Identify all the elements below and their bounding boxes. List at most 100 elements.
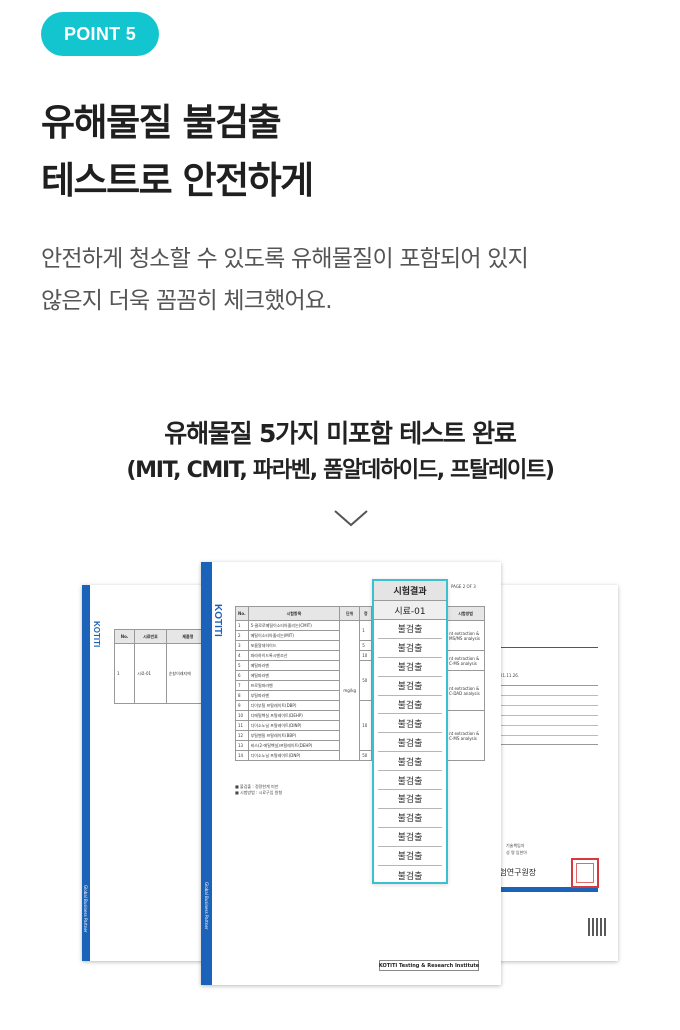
result-cell: 불검출 <box>378 809 442 828</box>
description-line-1: 안전하게 청소할 수 있도록 유해물질이 포함되어 있지 <box>41 246 529 272</box>
table-header-cell: No. <box>113 629 136 644</box>
row-no: 11 <box>235 720 249 731</box>
institute-head: 시험연구원장 <box>492 868 537 877</box>
point-badge: POINT 5 <box>41 12 159 56</box>
headline-line-2: 테스트로 안전하게 <box>41 159 314 202</box>
row-no: 7 <box>235 680 249 691</box>
row-item: 프로필파라벤 <box>247 680 341 691</box>
row-item: 부틸벤질 프탈레이트(BBP) <box>247 730 341 741</box>
report-page-left: KOTITI Global Business Partner No. 시료번호 … <box>82 585 220 961</box>
row-item: 5-클로로메틸이소티아졸리논(CMIT) <box>247 620 341 631</box>
row-item: 디이부틸 프탈레이트(DBP) <box>247 700 341 711</box>
report-date: 21.11.26. <box>500 673 520 678</box>
note-line: ■ 불검출 : 정량한계 미만 <box>235 784 279 789</box>
row-no: 2 <box>235 630 249 641</box>
row-method: nt extraction & C-MS analysis <box>446 710 485 761</box>
table-header-cell: 정 <box>359 606 373 621</box>
test-subheading: (MIT, CMIT, 파라벤, 폼알데하이드, 프탈레이트) <box>126 458 555 483</box>
side-text: Global Business Partner <box>83 885 88 933</box>
right-page-table <box>500 685 598 745</box>
row-item: 디이소노닐 프탈레이트(DINP) <box>247 720 341 731</box>
row-item: 메틸이소티아졸리논(MIT) <box>247 630 341 641</box>
result-cell: 불검출 <box>378 733 442 753</box>
table-header-cell: 시험항목 <box>247 606 341 621</box>
row-method: nt extraction & C-MS analysis <box>446 650 485 671</box>
table-header-cell: 시료번호 <box>134 629 167 644</box>
result-cell: 불검출 <box>378 771 442 791</box>
table-header-cell: 단위 <box>339 606 361 621</box>
row-item: 비스(2-에틸헥실)프탈레이트(DEHP) <box>247 740 341 751</box>
result-cell: 불검출 <box>378 677 442 696</box>
result-cell: 불검출 <box>378 790 442 809</box>
left-page-table: No. 시료번호 제품명 1 시료-01 순창이레지에 <box>113 629 211 704</box>
description-line-2: 않은지 더욱 꼼꼼히 체크했어요. <box>41 288 333 314</box>
report-footer: KOTITI Testing & Research Institute <box>379 960 479 971</box>
row-limit: 1 <box>359 620 373 641</box>
result-cell: 불검출 <box>378 696 442 715</box>
qr-code-icon <box>588 918 606 936</box>
page-label: PAGE 2 OF 3 <box>451 584 476 589</box>
report-blue-bar <box>82 585 90 961</box>
test-heading: 유해물질 5가지 미포함 테스트 완료 <box>164 419 517 448</box>
row-no: 14 <box>235 750 249 761</box>
row-no: 13 <box>235 740 249 751</box>
row-no: 3 <box>235 640 249 651</box>
description: 안전하게 청소할 수 있도록 유해물질이 포함되어 있지 않은지 더욱 꼼꼼히 … <box>41 238 529 322</box>
headline-line-1: 유해물질 불검출 <box>41 101 282 144</box>
row-item: 파라하이드록시벤조산 <box>247 650 341 661</box>
kotiti-logo: KOTITI <box>92 621 101 648</box>
row-method: nt extraction & C-DAD analysis <box>446 670 485 711</box>
table-cell: 시료-01 <box>134 643 167 704</box>
table-header-cell: No. <box>235 606 249 621</box>
report-page-main: KOTITI Global Business Partner PAGE 2 OF… <box>201 562 501 985</box>
result-cell: 불검출 <box>378 639 442 658</box>
row-no: 9 <box>235 700 249 711</box>
result-cell: 불검출 <box>397 871 423 882</box>
result-header: 시험결과 <box>374 581 446 601</box>
row-item: 에틸파라벤 <box>247 670 341 681</box>
table-header-cell: 제품명 <box>165 629 211 644</box>
result-cell: 불검출 <box>378 714 442 734</box>
table-cell: 1 <box>113 643 136 704</box>
result-cell: 불검출 <box>378 828 442 847</box>
result-cell: 불검출 <box>378 658 442 677</box>
result-cell: 불검출 <box>378 620 442 639</box>
row-no: 6 <box>235 670 249 681</box>
official-seal <box>571 858 599 888</box>
row-limit: 50 <box>359 750 373 761</box>
chevron-down-icon <box>334 510 368 527</box>
result-cell: 불검출 <box>378 847 442 866</box>
side-text: Global Business Partner <box>204 882 209 930</box>
row-no: 4 <box>235 650 249 661</box>
row-limit: 50 <box>359 660 373 701</box>
row-method: nt extraction & MS/MS analysis <box>446 620 485 651</box>
row-item: 포름알데하이드 <box>247 640 341 651</box>
report-blue-bar <box>201 562 212 985</box>
result-sample-label: 시료-01 <box>374 601 446 620</box>
result-cell: 불검출 <box>378 752 442 772</box>
table-header-row: No. 시료번호 제품명 <box>113 629 211 644</box>
row-no: 10 <box>235 710 249 721</box>
row-no: 12 <box>235 730 249 741</box>
row-limit: 5 <box>359 640 373 651</box>
row-unit: mg/kg <box>339 620 361 761</box>
footer-bar <box>490 887 598 892</box>
row-limit: 10 <box>359 650 373 661</box>
row-item: 디에틸헥실 프탈레이트(DEHP) <box>247 710 341 721</box>
row-no: 1 <box>235 620 249 631</box>
table-row: 1 시료-01 순창이레지에 <box>113 643 211 704</box>
row-no: 8 <box>235 690 249 701</box>
row-no: 5 <box>235 660 249 671</box>
note-line: ■ 시험방법 : 시료구입 원형 <box>235 790 283 795</box>
row-item: 부틸파라벤 <box>247 690 341 701</box>
row-item: 메틸파라벤 <box>247 660 341 671</box>
table-header-cell: 시험방법 <box>446 606 485 621</box>
row-item: 디이소노닐 프탈레이트(DNP) <box>247 750 341 761</box>
kotiti-logo: KOTITI <box>212 604 223 637</box>
signer-name: 성 명 임한아 <box>506 850 527 855</box>
